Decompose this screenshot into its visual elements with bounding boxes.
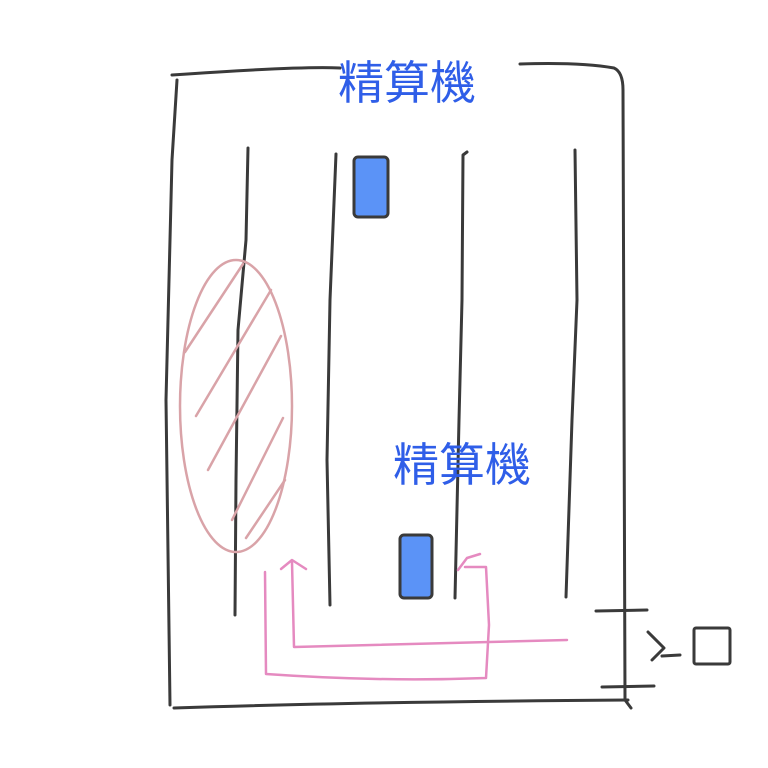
route-outer-loop	[263, 565, 491, 681]
aisle-divider-3	[453, 150, 469, 600]
crowd-zone	[178, 258, 294, 554]
checkout-machines	[352, 155, 434, 600]
building-outline	[164, 62, 633, 710]
checkout-machine-label-middle: 精算機	[393, 438, 531, 492]
checkout-machine-label-top: 精算機	[338, 56, 476, 110]
route-arrowhead-left	[279, 558, 308, 571]
crowd-zone-outline	[178, 258, 294, 554]
aisle-divider-2	[325, 152, 338, 607]
route-inner-loop	[290, 560, 569, 649]
route-arrows	[263, 552, 569, 681]
aisle-dividers	[233, 146, 579, 617]
checkout-machine-top	[352, 155, 390, 219]
entrance-marker	[594, 608, 732, 689]
checkout-machine-bottom	[398, 533, 434, 600]
route-arrowhead-right	[456, 552, 482, 572]
aisle-divider-1	[233, 146, 250, 617]
aisle-divider-4	[564, 148, 579, 599]
